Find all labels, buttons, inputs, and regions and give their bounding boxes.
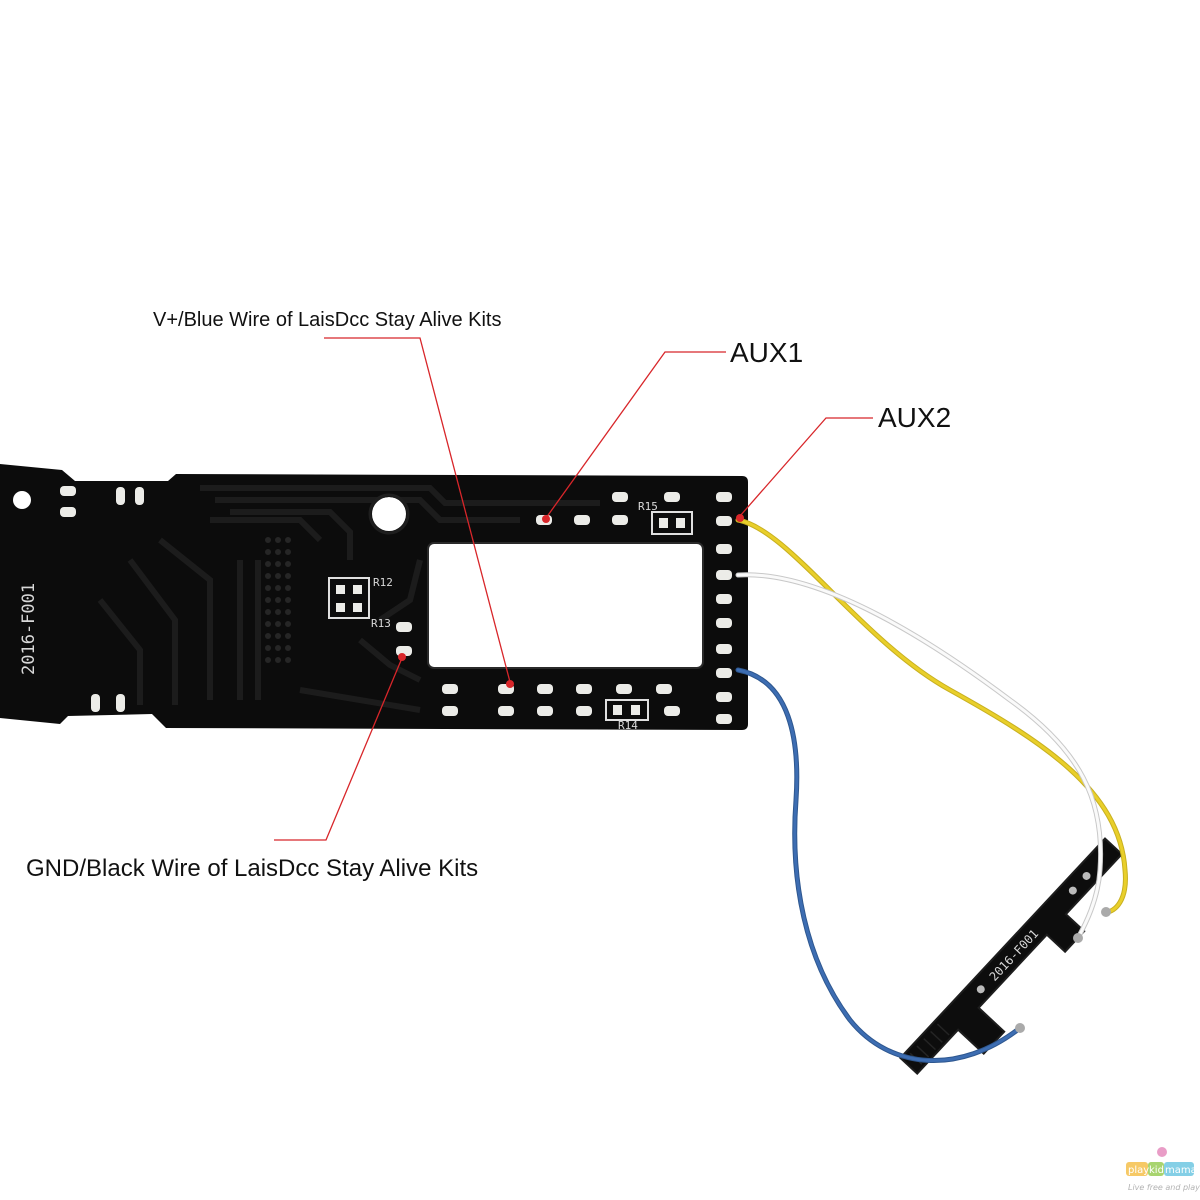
gnd-callout-label: GND/Black Wire of LaisDcc Stay Alive Kit… bbox=[26, 855, 478, 882]
watermark-balloon-icon bbox=[1157, 1147, 1167, 1157]
blue-wire-solder-joint bbox=[1015, 1023, 1025, 1033]
via-array bbox=[265, 537, 291, 663]
white-wire bbox=[735, 572, 1104, 941]
r13-label: R13 bbox=[371, 617, 391, 630]
smd-footprints bbox=[328, 511, 693, 721]
board-id-silkscreen: 2016-F001 bbox=[19, 583, 39, 675]
r15-label: R15 bbox=[638, 500, 658, 513]
pcb-outline bbox=[0, 464, 748, 730]
small-board-pad-2 bbox=[1068, 886, 1077, 895]
watermark-brand-b: kid bbox=[1149, 1165, 1164, 1176]
leader-lines bbox=[274, 337, 873, 841]
gnd-leader bbox=[274, 657, 403, 841]
aux2-leader bbox=[739, 417, 873, 517]
white-wire-solder-joint bbox=[1073, 933, 1083, 943]
watermark-logo: play kid mama Live free and play bbox=[1126, 1147, 1200, 1192]
aux1-callout-label: AUX1 bbox=[730, 337, 803, 368]
watermark-brand-c: mama bbox=[1165, 1165, 1197, 1176]
wires bbox=[735, 517, 1128, 1064]
small-board-pad-3 bbox=[1082, 871, 1091, 880]
decoder-board: 2016-F001 R12 R13 R15 R14 bbox=[0, 464, 748, 732]
vplus-leader bbox=[324, 337, 511, 683]
small-board-pad-1 bbox=[976, 985, 985, 994]
aux2-callout-label: AUX2 bbox=[878, 402, 951, 433]
yellow-wire-solder-joint bbox=[1101, 907, 1111, 917]
leader-dots bbox=[398, 514, 744, 688]
solder-pads bbox=[60, 486, 732, 724]
window-cutout-rim bbox=[427, 542, 704, 669]
aux1-leader bbox=[545, 351, 726, 519]
r12-label: R12 bbox=[373, 576, 393, 589]
watermark-brand-a: play bbox=[1128, 1165, 1149, 1176]
mounting-hole-ring bbox=[368, 493, 410, 535]
vplus-callout-label: V+/Blue Wire of LaisDcc Stay Alive Kits bbox=[153, 309, 501, 331]
watermark-tagline: Live free and play bbox=[1128, 1183, 1200, 1192]
pcb-traces bbox=[97, 485, 600, 713]
r14-label: R14 bbox=[618, 719, 638, 732]
left-hole bbox=[13, 491, 31, 509]
